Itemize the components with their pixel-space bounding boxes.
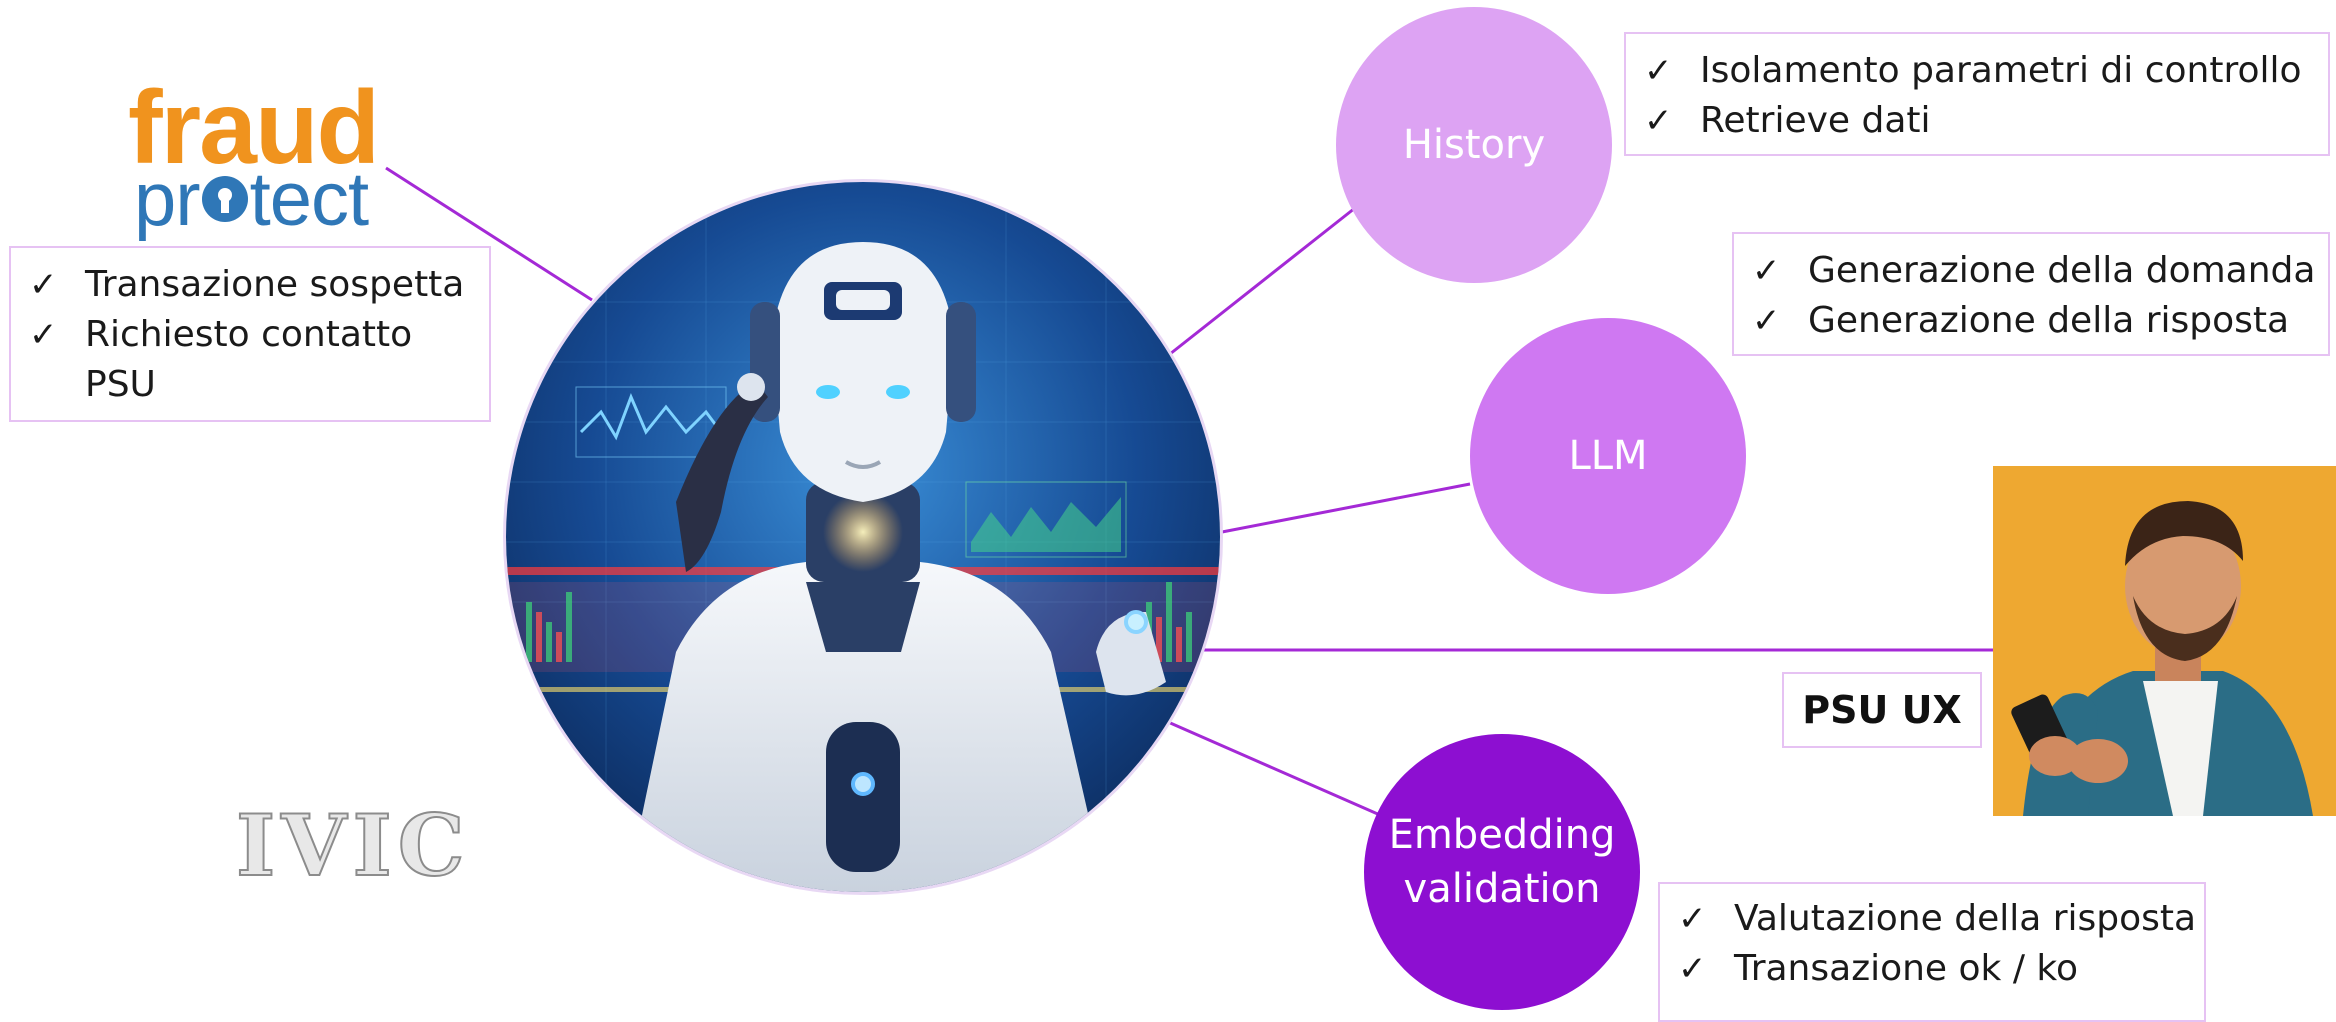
- left-bullet-box: ✓ Transazione sospetta ✓ Richiesto contatt…: [9, 246, 491, 422]
- person-with-phone-illustration: [1993, 466, 2336, 816]
- left-item-1: Transazione sospetta: [85, 264, 465, 305]
- connector-robot-embedding: [1167, 720, 1381, 817]
- llm-node: LLM: [1470, 318, 1746, 594]
- check-icon: ✓: [1752, 301, 1781, 341]
- ivic-watermark-logo: IVIC: [235, 795, 471, 896]
- logo-protect-part1: pr: [134, 157, 201, 242]
- llm-bullet-box: ✓ Generazione della domanda ✓ Generazione …: [1732, 232, 2330, 356]
- fraud-protect-logo-fraud: fraud: [128, 70, 380, 186]
- connector-robot-llm: [1221, 482, 1471, 534]
- history-item-2: Retrieve dati: [1700, 100, 1931, 141]
- embedding-item-1: Valutazione della risposta: [1734, 898, 2197, 939]
- embedding-item-2: Transazione ok / ko: [1734, 948, 2079, 989]
- history-bullet-box: ✓ Isolamento parametri di controllo ✓ Retr…: [1624, 32, 2330, 156]
- list-item: ✓ Transazione sospetta: [11, 260, 489, 310]
- embedding-bullet-box: ✓ Valutazione della risposta ✓ Transazione…: [1658, 882, 2206, 1022]
- llm-item-1: Generazione della domanda: [1808, 250, 2316, 291]
- left-item-2: Richiesto contatto PSU: [85, 314, 413, 405]
- psu-person-photo: [1993, 466, 2336, 816]
- psu-ux-label: PSU UX: [1782, 672, 1982, 748]
- logo-protect-part2: tect: [249, 157, 369, 242]
- check-icon: ✓: [1678, 899, 1707, 939]
- llm-label: LLM: [1568, 433, 1648, 479]
- check-icon: ✓: [29, 315, 58, 355]
- history-node: History: [1336, 7, 1612, 283]
- check-icon: ✓: [29, 265, 58, 305]
- list-item: ✓ Retrieve dati: [1626, 96, 2328, 146]
- embedding-label-line1: Embedding: [1388, 812, 1616, 858]
- embedding-label-line2: validation: [1403, 866, 1601, 912]
- history-item-1: Isolamento parametri di controllo: [1700, 50, 2302, 91]
- ai-robot-image: [506, 182, 1220, 892]
- history-label: History: [1402, 122, 1546, 168]
- robot-illustration: [506, 182, 1220, 892]
- check-icon: ✓: [1644, 101, 1673, 141]
- list-item: ✓ Generazione della risposta: [1734, 296, 2328, 346]
- llm-item-2: Generazione della risposta: [1808, 300, 2290, 341]
- list-item: ✓ Transazione ok / ko: [1660, 944, 2204, 994]
- embedding-validation-node: Embedding validation: [1364, 734, 1640, 1010]
- check-icon: ✓: [1678, 949, 1707, 989]
- keyhole-icon: [201, 176, 248, 222]
- list-item: ✓ Richiesto contatto PSU: [11, 310, 415, 410]
- connector-logo-robot: [385, 166, 593, 302]
- list-item: ✓ Isolamento parametri di controllo: [1626, 46, 2328, 96]
- check-icon: ✓: [1752, 251, 1781, 291]
- connector-robot-history: [1169, 206, 1356, 356]
- check-icon: ✓: [1644, 51, 1673, 91]
- list-item: ✓ Generazione della domanda: [1734, 246, 2328, 296]
- list-item: ✓ Valutazione della risposta: [1660, 894, 2204, 944]
